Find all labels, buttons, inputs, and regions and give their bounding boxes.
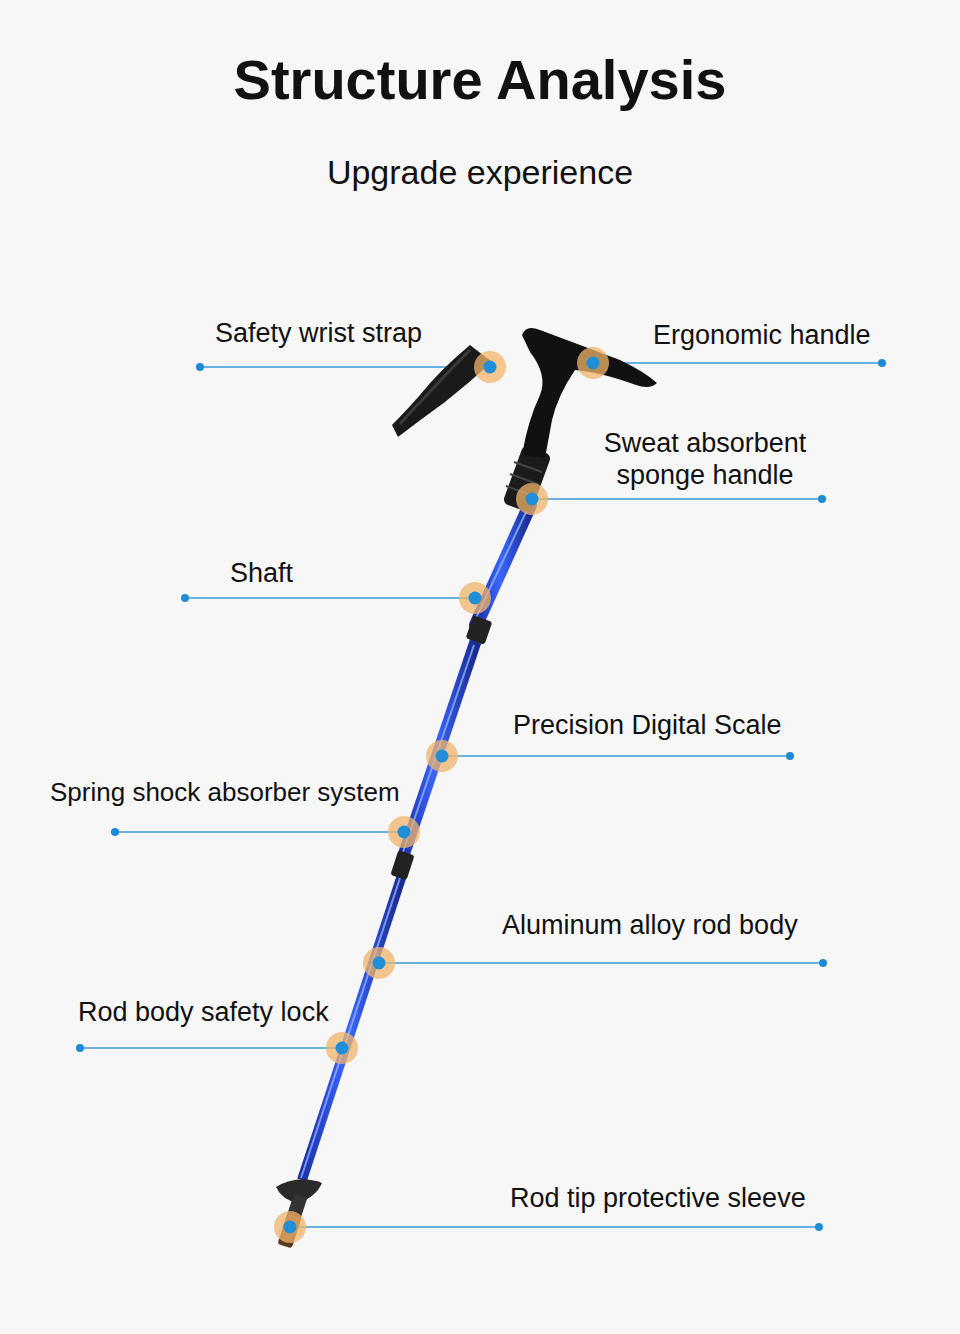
subtitle: Upgrade experience xyxy=(327,152,633,193)
part-label: Shaft xyxy=(230,557,293,589)
part-label: Sweat absorbent sponge handle xyxy=(585,427,825,492)
title: Structure Analysis xyxy=(234,46,727,113)
part-label: Rod body safety lock xyxy=(78,996,329,1028)
part-label: Precision Digital Scale xyxy=(513,709,782,741)
part-label: Safety wrist strap xyxy=(215,317,422,349)
part-label: Rod tip protective sleeve xyxy=(510,1182,806,1214)
part-label: Aluminum alloy rod body xyxy=(502,909,798,941)
part-label: Ergonomic handle xyxy=(653,319,871,351)
pole xyxy=(276,505,530,1248)
part-label: Spring shock absorber system xyxy=(50,777,400,808)
